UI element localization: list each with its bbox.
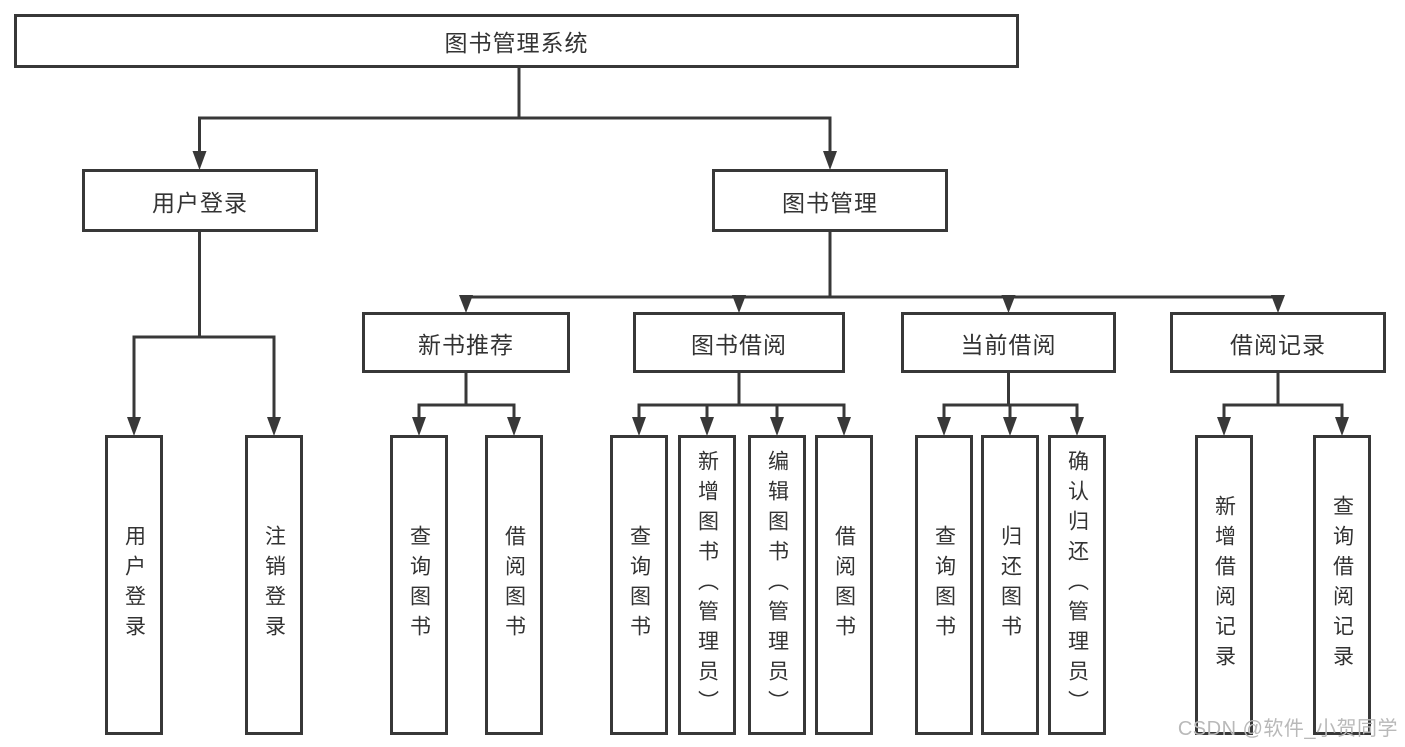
leaf-logout: 注销登录 <box>245 435 303 735</box>
leaf-query-books-current: 查询图书 <box>915 435 973 735</box>
leaf-label: 新增图书（管理员） <box>695 450 719 720</box>
leaf-label: 确认归还（管理员） <box>1065 450 1089 720</box>
leaf-add-borrow-record: 新增借阅记录 <box>1195 435 1253 735</box>
node-label: 当前借阅 <box>960 331 1057 358</box>
leaf-label: 查询图书 <box>627 525 651 645</box>
leaf-borrow-books-recommend: 借阅图书 <box>485 435 543 735</box>
leaf-label: 查询图书 <box>407 525 431 645</box>
node-library-management-system: 图书管理系统 <box>14 14 1019 68</box>
leaf-return-books: 归还图书 <box>981 435 1039 735</box>
leaf-label: 用户登录 <box>122 525 146 645</box>
node-label: 新书推荐 <box>418 331 514 358</box>
leaf-label: 查询图书 <box>932 525 956 645</box>
node-label: 图书借阅 <box>691 331 787 358</box>
node-label: 图书管理 <box>782 189 878 216</box>
node-book-borrow: 图书借阅 <box>633 312 845 373</box>
leaf-label: 借阅图书 <box>832 525 856 645</box>
leaf-add-books-admin: 新增图书（管理员） <box>678 435 736 735</box>
node-label: 图书管理系统 <box>444 30 589 56</box>
node-borrow-records: 借阅记录 <box>1170 312 1386 373</box>
node-new-book-recommend: 新书推荐 <box>362 312 570 373</box>
node-label: 借阅记录 <box>1230 331 1326 358</box>
node-book-management: 图书管理 <box>712 169 948 232</box>
leaf-confirm-return-admin: 确认归还（管理员） <box>1048 435 1106 735</box>
node-user-login: 用户登录 <box>82 169 318 232</box>
leaf-label: 归还图书 <box>998 525 1022 645</box>
leaf-label: 借阅图书 <box>502 525 526 645</box>
leaf-borrow-books: 借阅图书 <box>815 435 873 735</box>
node-current-borrow: 当前借阅 <box>901 312 1116 373</box>
csdn-watermark: CSDN @软件_小贺同学 <box>1177 718 1398 740</box>
leaf-label: 注销登录 <box>262 525 286 645</box>
node-label: 用户登录 <box>152 189 248 216</box>
arrowheads <box>127 151 1349 436</box>
leaf-label: 新增借阅记录 <box>1212 495 1236 675</box>
leaf-label: 编辑图书（管理员） <box>765 450 789 720</box>
leaf-query-books-recommend: 查询图书 <box>390 435 448 735</box>
leaf-edit-books-admin: 编辑图书（管理员） <box>748 435 806 735</box>
leaf-query-books-borrow: 查询图书 <box>610 435 668 735</box>
leaf-user-login: 用户登录 <box>105 435 163 735</box>
leaf-label: 查询借阅记录 <box>1330 495 1354 675</box>
leaf-query-borrow-record: 查询借阅记录 <box>1313 435 1371 735</box>
